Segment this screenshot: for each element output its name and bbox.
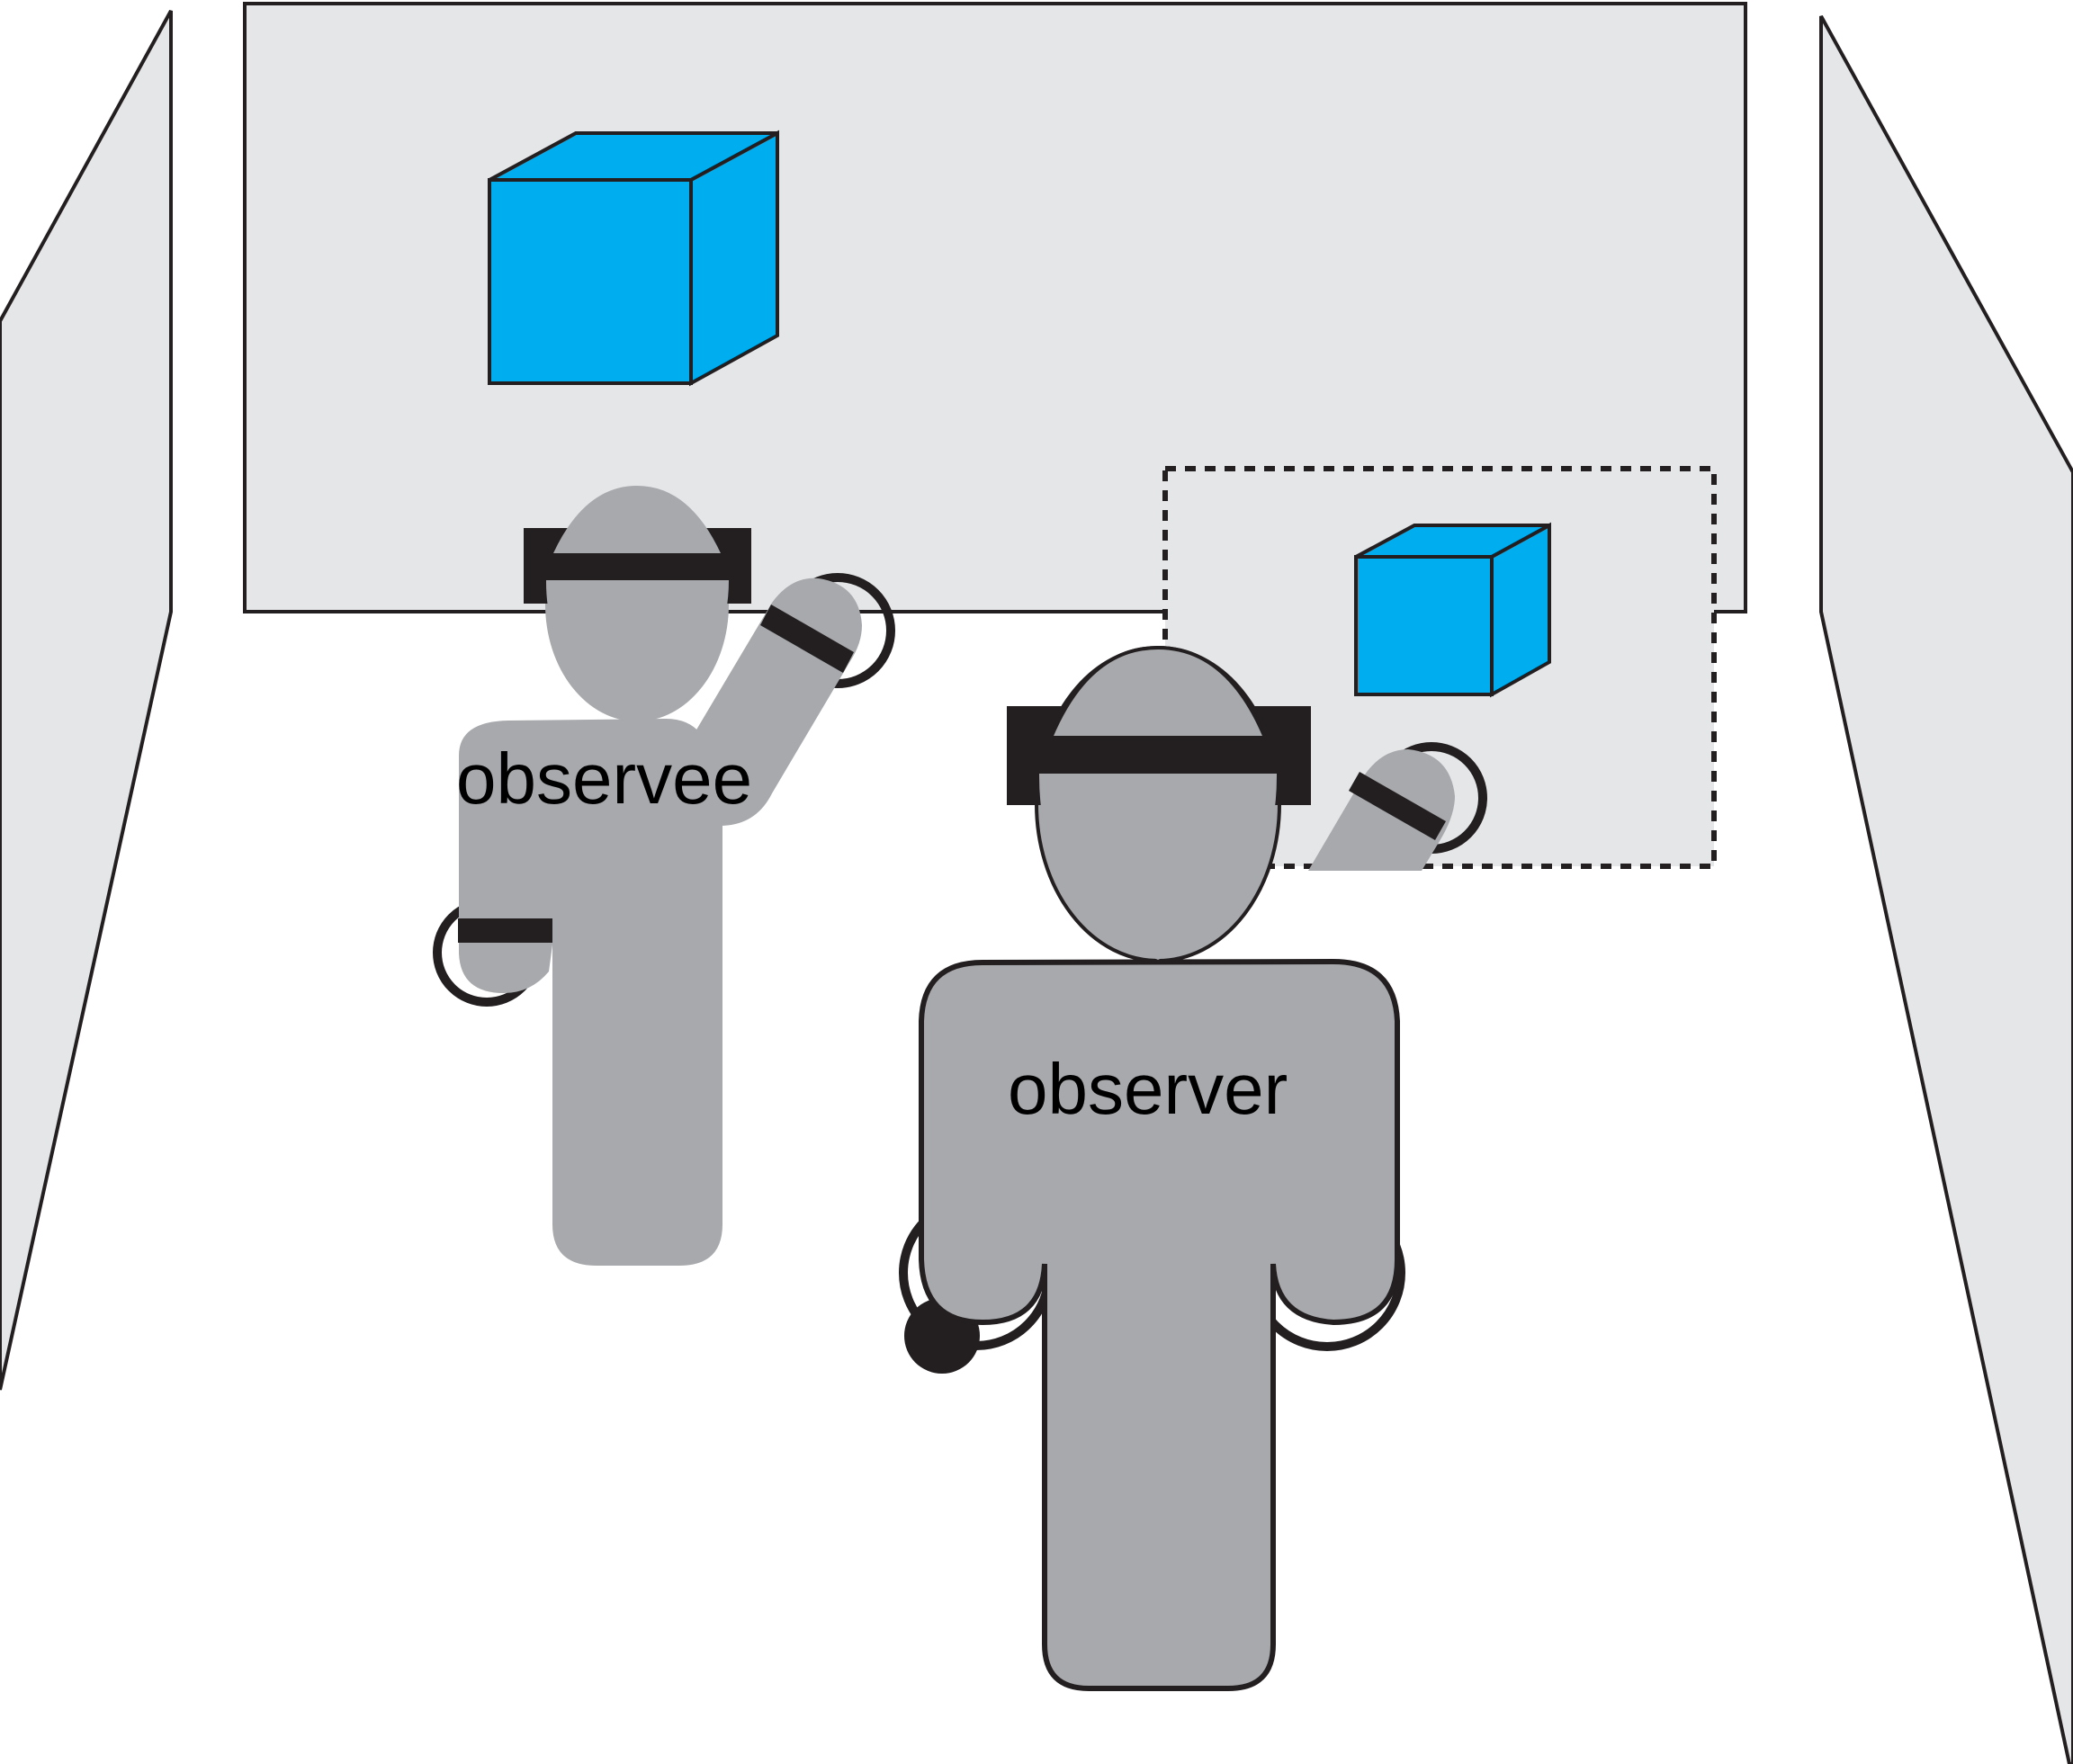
observee-right-wrist-band — [760, 604, 854, 673]
observer-headset-icon — [1007, 645, 1311, 960]
observer-label: observer — [1008, 1049, 1288, 1129]
inset-wrist-band — [1349, 772, 1446, 840]
left-wall — [0, 10, 173, 1391]
observee-figure: observee — [433, 486, 895, 1266]
observee-body — [459, 719, 722, 1266]
right-wall — [1819, 15, 2073, 1764]
small-virtual-cube-icon — [1354, 522, 1551, 698]
observee-label: observee — [456, 739, 752, 819]
inset-arm — [1308, 749, 1455, 871]
observer-figure: observer — [899, 645, 1405, 1691]
observer-body — [919, 958, 1400, 1691]
observee-headset-icon — [524, 486, 751, 721]
large-virtual-cube-icon — [488, 130, 779, 387]
observee-left-wrist-band — [458, 918, 552, 943]
